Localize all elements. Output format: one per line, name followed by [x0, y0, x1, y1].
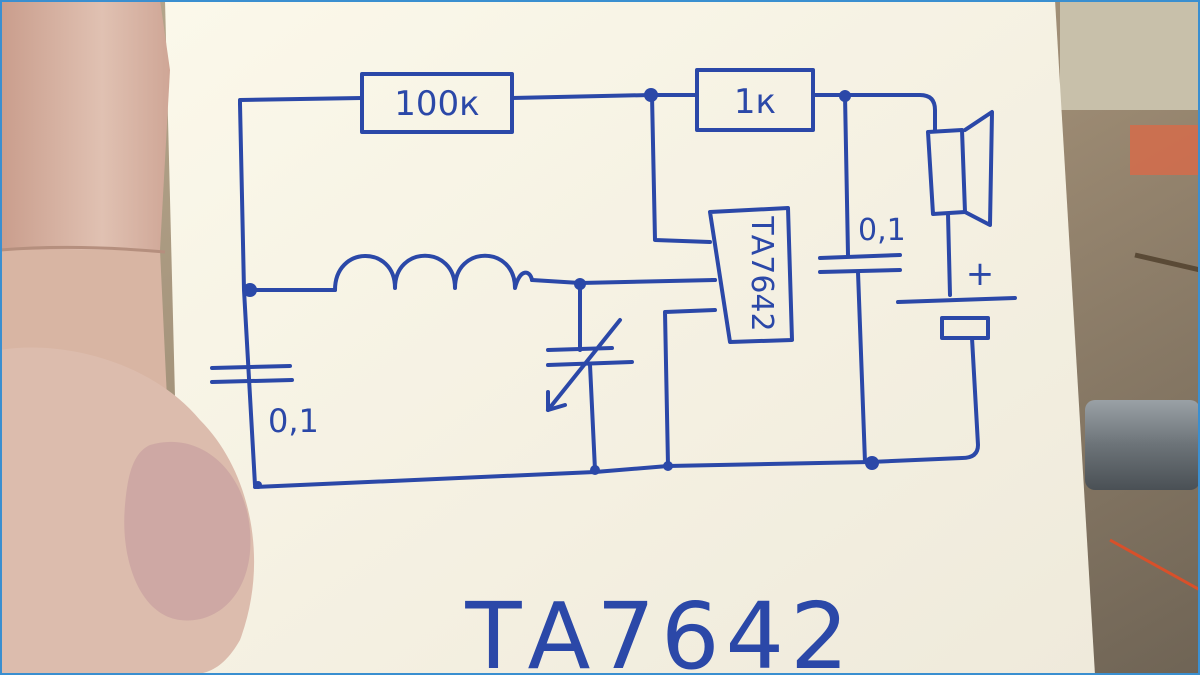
- capacitor-right-label: 0,1: [858, 213, 906, 248]
- varcap-plate-1: [546, 346, 614, 352]
- cap-left-plate-2: [210, 378, 294, 384]
- junction-bottom-left: [254, 481, 262, 489]
- battery-plate-short: [940, 316, 990, 340]
- finger-crease: [0, 245, 166, 254]
- background-red-part: [1130, 125, 1200, 175]
- cap-left-plate-1: [210, 364, 292, 370]
- background-pencil: [1134, 252, 1200, 273]
- hand: [0, 0, 255, 675]
- background-wire: [1109, 538, 1200, 592]
- resistor-100k-label: 100к: [394, 84, 479, 124]
- thumbnail: [124, 441, 251, 621]
- wire-top-right: [811, 93, 937, 132]
- paper-note: [165, 0, 1095, 675]
- battery-plate-long: [896, 296, 1017, 304]
- varcap-arrowhead: [546, 390, 567, 412]
- chip-ta7642-body: [708, 206, 794, 344]
- inductor-coils: [333, 253, 534, 292]
- wire-chip-pin1: [650, 93, 712, 244]
- battery-plus-label: +: [966, 254, 995, 294]
- resistor-100k-body: [360, 72, 514, 134]
- cap-right-plate-1: [818, 253, 902, 260]
- junction-bottom-2: [663, 461, 673, 471]
- resistor-1k-body: [695, 68, 815, 132]
- background-metal-pipe: [1085, 400, 1200, 490]
- wire-bottom: [253, 460, 872, 489]
- resistor-1k-label: 1к: [734, 82, 776, 122]
- junction-varcap: [574, 278, 586, 290]
- junction-top: [644, 88, 658, 102]
- cap-right-plate-2: [818, 268, 902, 274]
- capacitor-left-label: 0,1: [268, 402, 319, 440]
- junction-top-right: [839, 90, 851, 102]
- junction-left: [243, 283, 257, 297]
- finger-top: [0, 0, 170, 250]
- varcap-wire-bottom: [588, 363, 597, 472]
- wire-speaker-to-battery: [946, 212, 952, 297]
- varcap-arrow-line: [546, 318, 622, 412]
- cap-right-wire-bottom: [856, 270, 867, 464]
- speaker-cone: [963, 110, 994, 227]
- cap-right-wire-top: [843, 93, 850, 257]
- junction-bottom-1: [590, 465, 600, 475]
- wire-top-middle: [510, 93, 652, 100]
- wire-chip-pin3: [663, 308, 717, 467]
- wire-battery-bottom: [868, 336, 980, 464]
- wire-inductor-to-chip: [530, 278, 717, 285]
- junction-bottom-3: [865, 456, 879, 470]
- caption-chip-name: ТА7642: [464, 583, 854, 675]
- junctions: [243, 88, 879, 489]
- chip-label: ТА7642: [744, 215, 779, 331]
- background-board: [1060, 0, 1200, 110]
